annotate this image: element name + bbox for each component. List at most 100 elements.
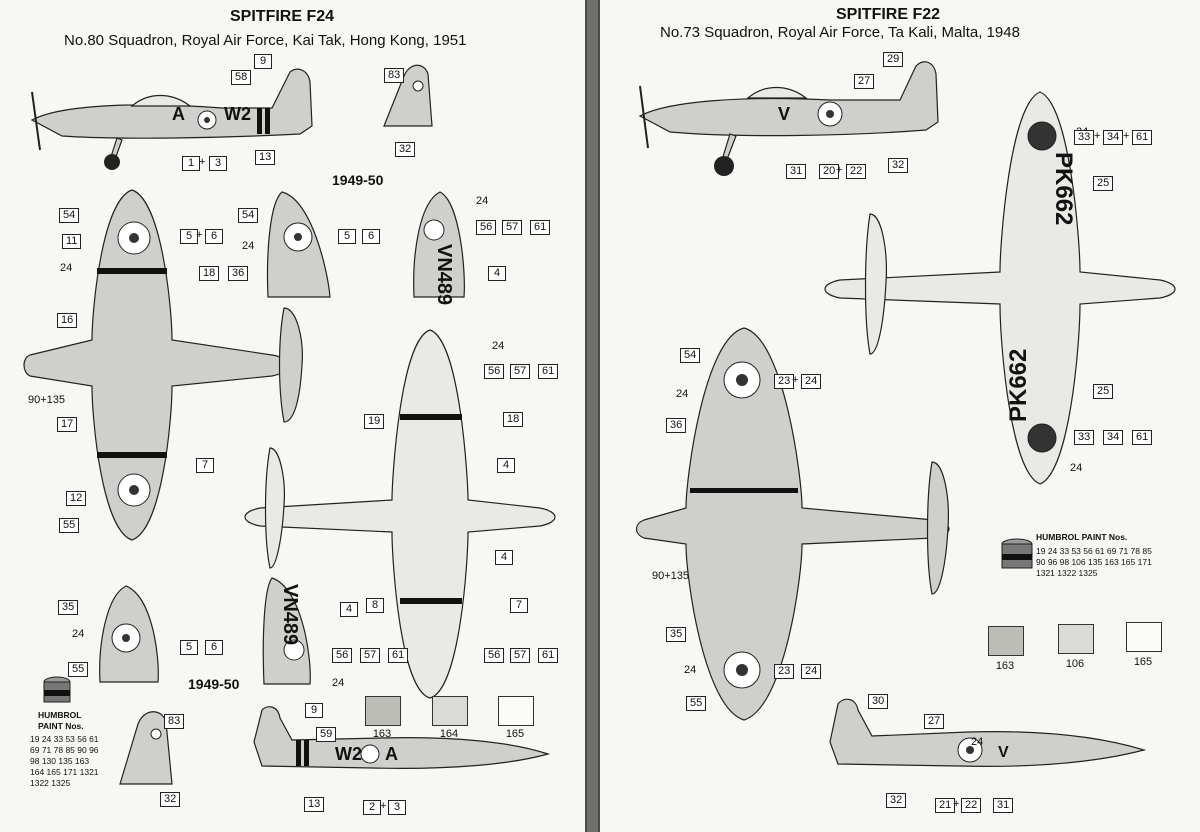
- callout-34b: 34: [1103, 430, 1124, 445]
- callout-55: 55: [59, 518, 80, 533]
- label-24e: 24: [72, 628, 85, 640]
- callout-55b: 55: [68, 662, 89, 677]
- f22-upper-planform: [635, 327, 950, 721]
- callout-56c: 56: [484, 648, 505, 663]
- f24-upper-planform: [23, 189, 303, 541]
- callout-13b: 13: [304, 797, 325, 812]
- callout-23: 23: [774, 374, 795, 389]
- label-90-135: 90+135: [28, 394, 66, 406]
- swatch-165r: [1126, 622, 1162, 652]
- callout-11: 11: [62, 234, 82, 249]
- callout-1: 1: [182, 156, 200, 171]
- left-title: SPITFIRE F24: [230, 8, 335, 25]
- humbrol-heading-right: HUMBROL PAINT Nos.: [1036, 532, 1128, 542]
- svg-text:PK662: PK662: [1050, 152, 1077, 225]
- era-label-bottom: 1949-50: [188, 676, 240, 692]
- callout-4: 4: [488, 266, 506, 281]
- callout-54: 54: [59, 208, 80, 223]
- callout-4b: 4: [497, 458, 515, 473]
- callout-56b: 56: [484, 364, 505, 379]
- callout-8: 8: [366, 598, 384, 613]
- callout-17: 17: [57, 417, 78, 432]
- callout-83: 83: [384, 68, 405, 83]
- right-subtitle: No.73 Squadron, Royal Air Force, Ta Kali…: [660, 24, 1020, 41]
- callout-55r: 55: [686, 696, 707, 711]
- callout-2: 2: [363, 800, 381, 815]
- code-letter-v: V: [778, 104, 791, 124]
- f24-lower-planform: [244, 329, 556, 699]
- callout-36r: 36: [666, 418, 687, 433]
- callout-61c: 61: [538, 648, 559, 663]
- callout-61d: 61: [388, 648, 409, 663]
- callout-31b: 31: [993, 798, 1014, 813]
- callout-19: 19: [364, 414, 385, 429]
- label-24b: 24: [242, 240, 255, 252]
- callout-61r: 61: [1132, 130, 1153, 145]
- callout-24rb: 24: [801, 664, 822, 679]
- callout-4c: 4: [495, 550, 513, 565]
- wing-detail-lower: [99, 585, 159, 683]
- callout-4d: 4: [340, 602, 358, 617]
- code-letter-a: A: [172, 104, 185, 124]
- f22-lower-planform: PK662 PK662: [824, 91, 1176, 485]
- callout-57: 57: [502, 220, 523, 235]
- fin-detail-bottom: [119, 711, 173, 785]
- f24-side-profile-bottom: [253, 706, 551, 769]
- callout-16: 16: [57, 313, 78, 328]
- label-24c: 24: [476, 195, 489, 207]
- f22-side-profile: [638, 61, 939, 176]
- swatch-106: [1058, 624, 1094, 654]
- svg-text:PK662: PK662: [1005, 349, 1032, 422]
- callout-32rb: 32: [886, 793, 907, 808]
- label-24r2: 24: [1070, 462, 1083, 474]
- callout-6: 6: [205, 229, 223, 244]
- callout-20: 20: [819, 164, 840, 179]
- callout-59: 59: [316, 727, 337, 742]
- page-left: SPITFIRE F24 No.80 Squadron, Royal Air F…: [0, 0, 587, 832]
- callout-21: 21: [935, 798, 956, 813]
- callout-36: 36: [228, 266, 249, 281]
- wing-serial-lower: VN489: [262, 577, 311, 685]
- callout-18b: 18: [503, 412, 524, 427]
- callout-25: 25: [1093, 176, 1114, 191]
- callout-5: 5: [180, 229, 198, 244]
- humbrol-list-right: 19 24 33 53 56 61 69 71 78 85 90 96 98 1…: [1036, 546, 1152, 578]
- humbrol-heading-left: HUMBROL PAINT Nos.: [38, 710, 84, 731]
- callout-54r: 54: [680, 348, 701, 363]
- callout-35: 35: [58, 600, 79, 615]
- callout-35r: 35: [666, 627, 687, 642]
- code-letters-w2: W2: [224, 104, 251, 124]
- callout-58: 58: [231, 70, 252, 85]
- callout-56d: 56: [332, 648, 353, 663]
- callout-5c: 5: [180, 640, 198, 655]
- callout-83b: 83: [164, 714, 185, 729]
- callout-5b: 5: [338, 229, 356, 244]
- right-title: SPITFIRE F22: [836, 6, 941, 23]
- page-right: SPITFIRE F22 No.73 Squadron, Royal Air F…: [598, 0, 1200, 832]
- enamel-tin-left: [43, 676, 71, 703]
- callout-32b: 32: [160, 792, 181, 807]
- label-24: 24: [60, 262, 73, 274]
- callout-57b: 57: [510, 364, 531, 379]
- label-24f: 24: [332, 677, 345, 689]
- callout-18: 18: [199, 266, 220, 281]
- callout-6c: 6: [205, 640, 223, 655]
- callout-3: 3: [209, 156, 227, 171]
- callout-25b: 25: [1093, 384, 1114, 399]
- label-24d: 24: [492, 340, 505, 352]
- callout-30: 30: [868, 694, 889, 709]
- callout-61rb: 61: [1132, 430, 1153, 445]
- fin-detail-top: [383, 64, 433, 127]
- left-subtitle: No.80 Squadron, Royal Air Force, Kai Tak…: [64, 32, 467, 49]
- callout-3b: 3: [388, 800, 406, 815]
- callout-31: 31: [786, 164, 807, 179]
- callout-61b: 61: [538, 364, 559, 379]
- wing-serial-text: VN489: [433, 244, 455, 305]
- callout-54b: 54: [238, 208, 259, 223]
- callout-24r: 24: [801, 374, 822, 389]
- label-90-135r: 90+135: [652, 570, 690, 582]
- wing-detail-serial: VN489: [413, 191, 465, 305]
- callout-23b: 23: [774, 664, 795, 679]
- label-24r5: 24: [971, 736, 984, 748]
- callout-33b: 33: [1074, 430, 1095, 445]
